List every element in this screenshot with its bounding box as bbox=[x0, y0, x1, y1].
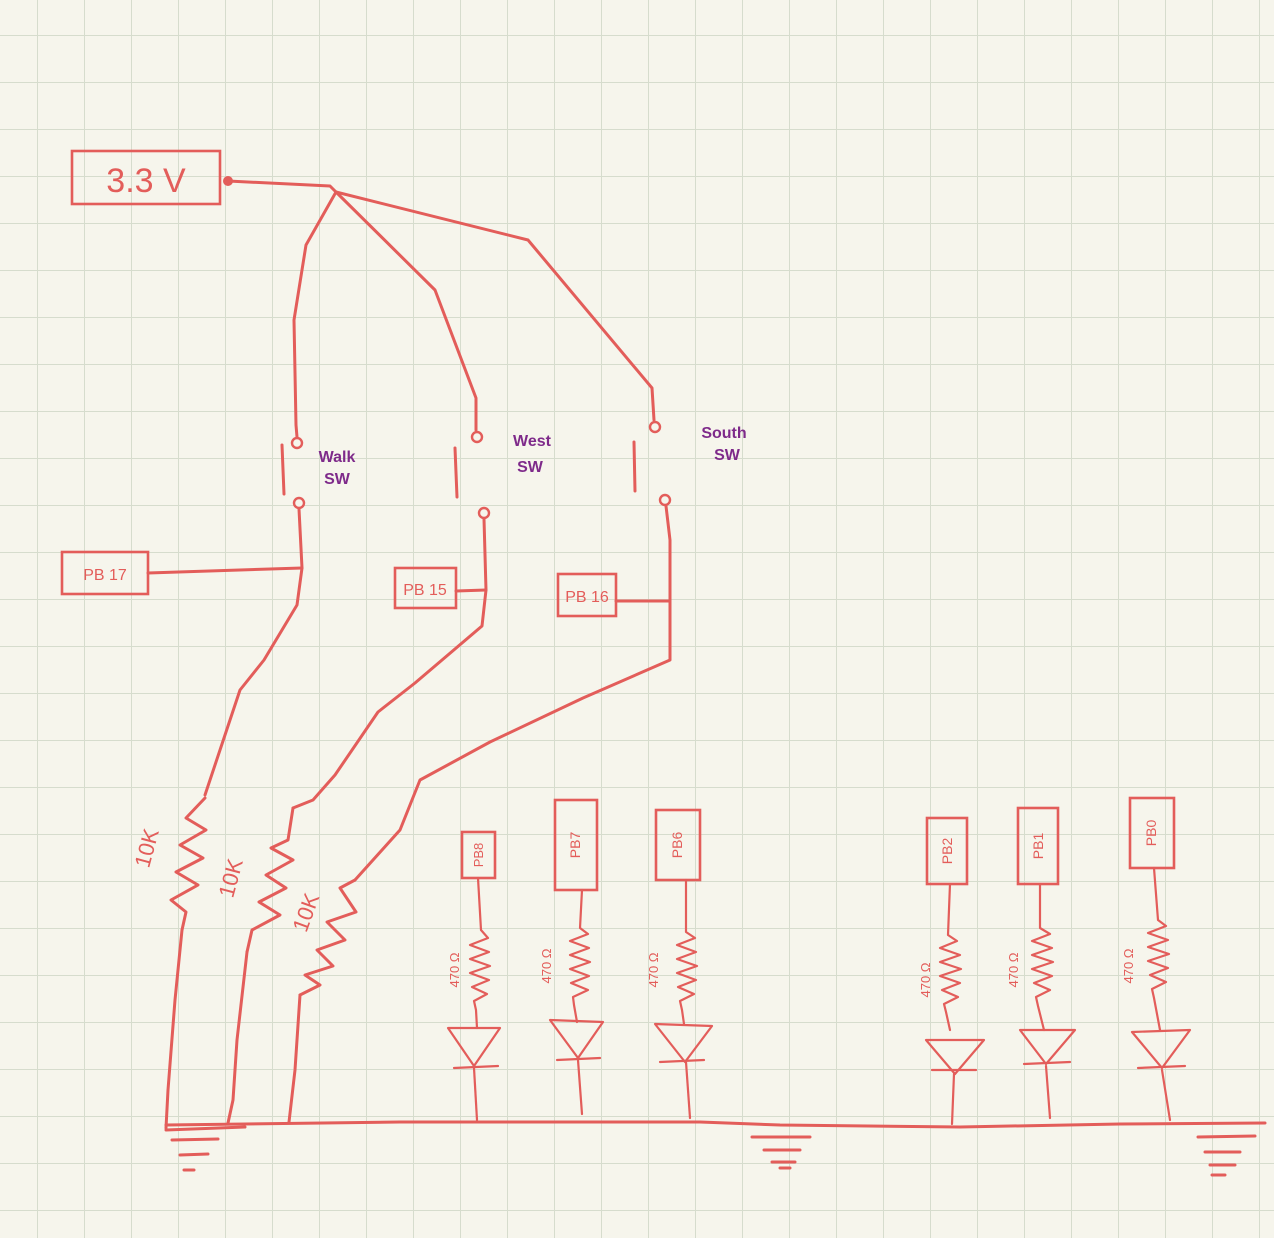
pin-box bbox=[556, 572, 618, 618]
input-pb16: PB 16 bbox=[556, 572, 618, 618]
pin-label: PB0 bbox=[1143, 820, 1159, 847]
ground-symbol-right bbox=[1196, 1134, 1257, 1177]
led-branch-pb1: PB1 470 Ω bbox=[1006, 806, 1077, 1120]
resistor-value: 470 Ω bbox=[1121, 948, 1136, 983]
led-branch-pb7: PB7 470 Ω bbox=[539, 798, 605, 1116]
switch-label-line1: Walk bbox=[319, 449, 356, 466]
resistor-value: 470 Ω bbox=[918, 962, 933, 997]
pulldown-resistor-south: 10K bbox=[288, 878, 358, 997]
pulldown-resistor-west: 10K bbox=[214, 806, 295, 954]
switch-label-line1: South bbox=[701, 425, 746, 442]
resistor-value: 10K bbox=[130, 826, 164, 871]
pulldown-resistor-walk: 10K bbox=[130, 796, 208, 932]
pin-box bbox=[654, 808, 702, 882]
resistor-value: 470 Ω bbox=[646, 952, 661, 987]
ground-bus bbox=[164, 1120, 1267, 1129]
switch-label-line2: SW bbox=[714, 447, 741, 464]
switch-terminal-top bbox=[648, 420, 662, 434]
switch-label-line1: West bbox=[513, 433, 552, 450]
supply-wires bbox=[226, 179, 656, 439]
pulldown-ground-wires bbox=[164, 928, 302, 1130]
pin-label: PB8 bbox=[471, 843, 486, 868]
supply-label: 3.3 V bbox=[106, 162, 186, 200]
pin-label: PB6 bbox=[669, 832, 685, 859]
switch-terminal-top bbox=[470, 430, 484, 444]
supply-3v3: 3.3 V bbox=[70, 149, 233, 206]
resistor-value: 10K bbox=[214, 856, 248, 901]
switch-label-line2: SW bbox=[517, 459, 544, 476]
switch-label-line2: SW bbox=[324, 471, 351, 488]
switch-south: South SW bbox=[632, 420, 747, 507]
input-pb15: PB 15 bbox=[393, 566, 458, 610]
supply-box bbox=[70, 149, 222, 206]
pin-box bbox=[393, 566, 458, 610]
pin-box bbox=[1016, 806, 1060, 886]
input-pb17: PB 17 bbox=[60, 550, 150, 596]
pin-box bbox=[925, 816, 969, 886]
pin-label: PB 15 bbox=[403, 582, 447, 599]
switch-terminal-bottom bbox=[658, 493, 672, 507]
switch-terminal-bottom bbox=[292, 496, 306, 510]
switch-terminal-bottom bbox=[477, 506, 491, 520]
led-branch-pb2: PB2 470 Ω bbox=[918, 816, 986, 1126]
switch-output-wires bbox=[146, 504, 672, 882]
pin-label: PB2 bbox=[939, 838, 955, 865]
resistor-value: 470 Ω bbox=[447, 952, 462, 987]
led-branch-pb6: PB6 470 Ω bbox=[646, 808, 714, 1120]
pin-label: PB 17 bbox=[83, 567, 127, 584]
led-branch-pb8: PB8 470 Ω bbox=[446, 830, 502, 1122]
resistor-value: 470 Ω bbox=[539, 948, 554, 983]
resistor-value: 470 Ω bbox=[1006, 952, 1021, 987]
ground-symbol-left bbox=[164, 1125, 247, 1172]
switch-west: West SW bbox=[453, 430, 552, 520]
pin-box bbox=[1128, 796, 1176, 870]
pin-label: PB 16 bbox=[565, 589, 609, 606]
switch-walk: Walk SW bbox=[280, 436, 356, 510]
pin-label: PB1 bbox=[1030, 833, 1046, 860]
switch-terminal-top bbox=[290, 436, 304, 450]
ground-symbol-middle bbox=[750, 1135, 812, 1170]
pin-label: PB7 bbox=[567, 832, 583, 859]
resistor-value: 10K bbox=[288, 889, 325, 935]
pin-box bbox=[553, 798, 599, 892]
led-branch-pb0: PB0 470 Ω bbox=[1121, 796, 1192, 1122]
